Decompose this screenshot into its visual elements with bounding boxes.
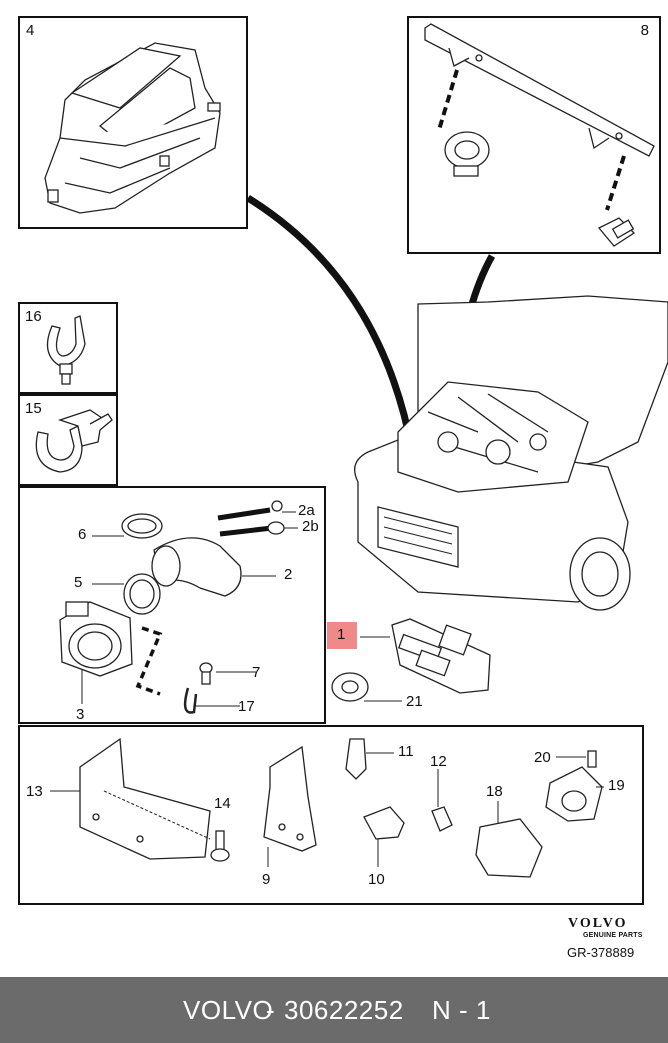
callout-15: 15 bbox=[25, 400, 42, 417]
callout-14: 14 bbox=[214, 795, 231, 812]
callout-2b: 2b bbox=[302, 518, 319, 535]
footer-bar: VOLVO - 30622252 N - 1 bbox=[0, 977, 668, 1043]
callout-12: 12 bbox=[430, 753, 447, 770]
panel-air-cleaner: 4 bbox=[18, 16, 248, 229]
callout-16: 16 bbox=[25, 308, 42, 325]
panel-intake-parts: 6 5 2 2a 2b 3 7 17 bbox=[18, 486, 326, 724]
callout-18: 18 bbox=[486, 783, 503, 800]
panel-brackets: 13 14 9 11 10 12 18 20 19 bbox=[18, 725, 644, 905]
callout-19: 19 bbox=[608, 777, 625, 794]
callout-8: 8 bbox=[640, 22, 649, 39]
callout-6: 6 bbox=[78, 526, 87, 543]
fuel-rail-drawing bbox=[424, 23, 655, 247]
callout-4: 4 bbox=[26, 22, 35, 39]
callout-20: 20 bbox=[534, 749, 551, 766]
callout-9: 9 bbox=[262, 871, 271, 888]
brackets-drawing bbox=[50, 737, 604, 878]
highlight-part-1 bbox=[327, 622, 357, 649]
air-cleaner-drawing bbox=[44, 42, 221, 214]
callout-7: 7 bbox=[252, 664, 261, 681]
callout-2a: 2a bbox=[298, 502, 315, 519]
footer-quantity: N - 1 bbox=[432, 995, 491, 1025]
drawing-reference: GR-378889 bbox=[567, 945, 635, 960]
clip-16-drawing bbox=[46, 315, 86, 385]
panel-clip-16: 16 bbox=[18, 302, 118, 394]
car-drawing bbox=[354, 295, 668, 611]
callout-3: 3 bbox=[76, 706, 85, 723]
callout-13: 13 bbox=[26, 783, 43, 800]
callout-17: 17 bbox=[238, 698, 255, 715]
brand-logo: VOLVO bbox=[568, 916, 628, 931]
clip-15-drawing bbox=[35, 409, 113, 473]
panel-clip-15: 15 bbox=[18, 394, 118, 486]
callout-11: 11 bbox=[398, 743, 414, 760]
footer-part-number: 30622252 bbox=[284, 995, 404, 1025]
sensor-part-1-drawing bbox=[331, 618, 491, 702]
callout-10: 10 bbox=[368, 871, 385, 888]
footer-separator: - bbox=[266, 995, 276, 1025]
brand-subtitle: GENUINE PARTS bbox=[583, 932, 643, 939]
footer-brand: VOLVO bbox=[183, 995, 274, 1025]
callout-2: 2 bbox=[284, 566, 293, 583]
callout-5: 5 bbox=[74, 574, 83, 591]
callout-1: 1 bbox=[337, 626, 346, 643]
intake-parts-drawing bbox=[59, 500, 298, 714]
callout-21: 21 bbox=[406, 693, 423, 710]
panel-fuel-rail: 8 bbox=[407, 16, 661, 254]
